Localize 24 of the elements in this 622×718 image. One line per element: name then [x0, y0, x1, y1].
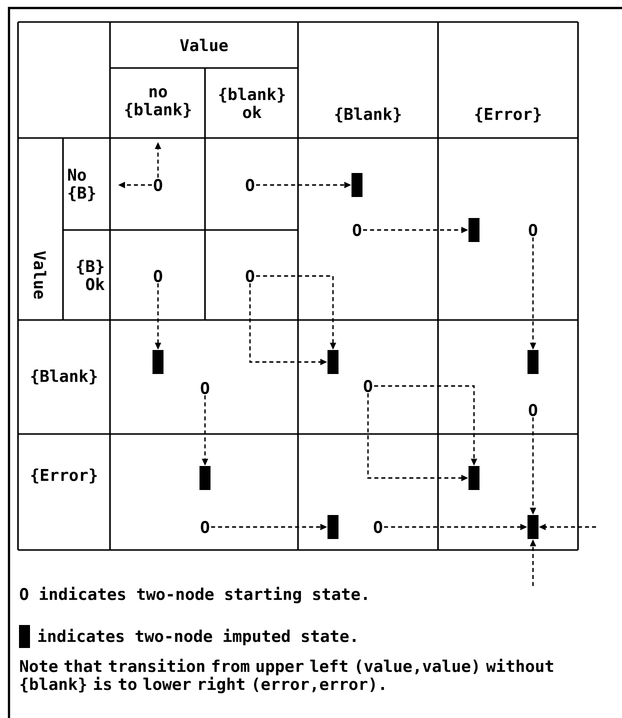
- table-label: {Blank}: [31, 370, 97, 384]
- legend-text: indicates two-node imputed state.: [38, 628, 356, 646]
- table-label: O indicates two-node starting state.: [20, 586, 367, 604]
- starting-state: O: [154, 270, 162, 282]
- starting-state: O: [246, 270, 254, 282]
- starting-state: O: [364, 380, 372, 392]
- starting-state: O: [352, 224, 362, 236]
- table-label: Note that transition from upper left (value,value) without {blank} is to lower right (error,error).: [20, 658, 554, 694]
- table-label: {Error}: [475, 108, 541, 122]
- table-label: {blank} ok: [219, 88, 285, 118]
- starting-state: O: [246, 178, 254, 192]
- starting-state: O: [528, 404, 538, 416]
- table-label: Value: [34, 251, 46, 299]
- table-label: No {B}: [68, 168, 96, 202]
- starting-state: O: [528, 224, 538, 236]
- starting-state: O: [154, 178, 162, 192]
- table-label: no {blank}: [125, 88, 191, 118]
- starting-state: O: [374, 520, 382, 534]
- table-label: Value: [180, 38, 228, 52]
- table-label: {Error}: [31, 468, 97, 484]
- table-label: {Blank}: [335, 108, 401, 122]
- starting-state: O: [200, 382, 210, 394]
- starting-state: O: [200, 520, 210, 534]
- table-label: {B} Ok: [76, 260, 105, 290]
